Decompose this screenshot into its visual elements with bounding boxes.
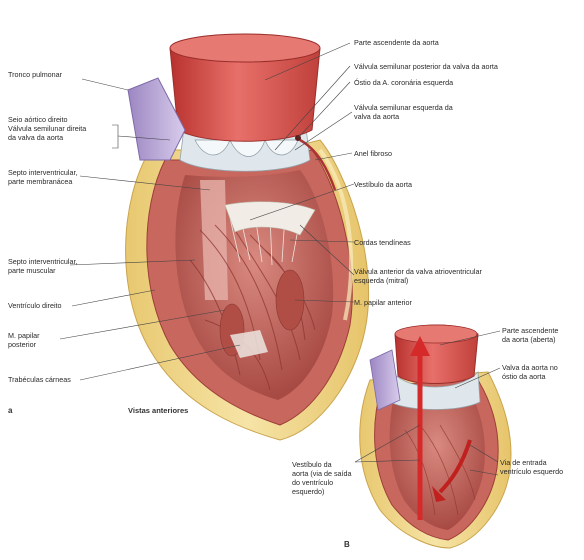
label-ascending-aorta: Parte ascendente da aorta [354, 38, 439, 47]
valve-cusps [194, 139, 299, 157]
label-fibrous-ring: Anel fibroso [354, 149, 392, 158]
label-b-aortic-valve-2: óstio da aorta [502, 372, 546, 381]
b-pulmonary-trunk [369, 349, 401, 411]
panel-a-heart [125, 33, 369, 441]
label-aortic-vestibule: Vestíbulo da aorta [354, 180, 412, 189]
label-pulmonary-trunk: Tronco pulmonar [8, 70, 63, 79]
mitral-anterior-leaflet [224, 201, 316, 236]
label-left-coronary-ostium: Óstio da A. coronária esquerda [354, 78, 454, 87]
label-membranous-septum-2: parte membranácea [8, 177, 73, 186]
label-b-ascending-aorta-2: da aorta (aberta) [502, 335, 556, 344]
left-coronary-artery [299, 138, 337, 191]
label-posterior-papillary-2: posterior [8, 340, 36, 349]
label-b-vestibule-2: aorta (via de saída [292, 469, 352, 478]
label-muscular-septum-1: Septo interventricular, [8, 257, 78, 266]
b-inflow-arrow [432, 439, 472, 502]
label-chordae-tendineae: Cordas tendíneas [354, 238, 411, 247]
b-aortic-valve [389, 371, 481, 410]
label-b-vestibule-3: do ventrículo [292, 478, 334, 487]
septum-membranous [200, 180, 228, 300]
apex-tissue [230, 330, 268, 358]
label-b-ascending-aorta-1: Parte ascendente [502, 326, 559, 335]
label-mitral-anterior-2: esquerda (mitral) [354, 276, 409, 285]
trabeculae [189, 224, 316, 391]
label-b-inflow-1: Via de entrada [500, 458, 547, 467]
aorta-opening [169, 33, 321, 63]
pulmonary-trunk [127, 77, 186, 161]
label-b-inflow-2: ventrículo esquerdo [500, 467, 564, 476]
leader-lines-b [354, 330, 501, 476]
label-b-vestibule-4: esquerdo) [292, 487, 325, 496]
label-b-aortic-valve-1: Valva da aorta no [502, 363, 558, 372]
label-right-aortic-sinus: Seio aórtico direito [8, 115, 68, 124]
label-right-semilunar-cusp-1: Válvula semilunar direita [8, 124, 87, 133]
label-posterior-papillary-1: M. papilar [8, 331, 40, 340]
label-left-semilunar-cusp-2: valva da aorta [354, 112, 400, 121]
papillary-anterior [275, 269, 305, 331]
b-cavity [389, 388, 485, 530]
panel-a-letter: a [8, 406, 13, 415]
b-aorta-opening [394, 324, 478, 344]
panel-b-letter: B [344, 540, 350, 549]
label-membranous-septum-1: Septo interventricular, [8, 168, 78, 177]
label-anterior-papillary: M. papilar anterior [354, 298, 412, 307]
panel-b-heart [359, 324, 512, 549]
label-trabeculae-carneae: Trabéculas cárneas [8, 375, 71, 384]
label-b-vestibule-1: Vestíbulo da [292, 460, 332, 469]
label-right-semilunar-cusp-2: da valva da aorta [8, 133, 64, 142]
label-posterior-semilunar-cusp: Válvula semilunar posterior da valva da … [354, 62, 498, 71]
figure-caption: Vistas anteriores [128, 406, 189, 415]
label-mitral-anterior-1: Válvula anterior da valva atrioventricul… [354, 267, 482, 276]
leader-lines-a [59, 42, 355, 381]
label-muscular-septum-2: parte muscular [8, 266, 56, 275]
label-left-semilunar-cusp-1: Válvula semilunar esquerda da [354, 103, 453, 112]
label-right-ventricle: Ventrículo direito [8, 301, 62, 310]
b-outflow-arrow [410, 336, 430, 520]
